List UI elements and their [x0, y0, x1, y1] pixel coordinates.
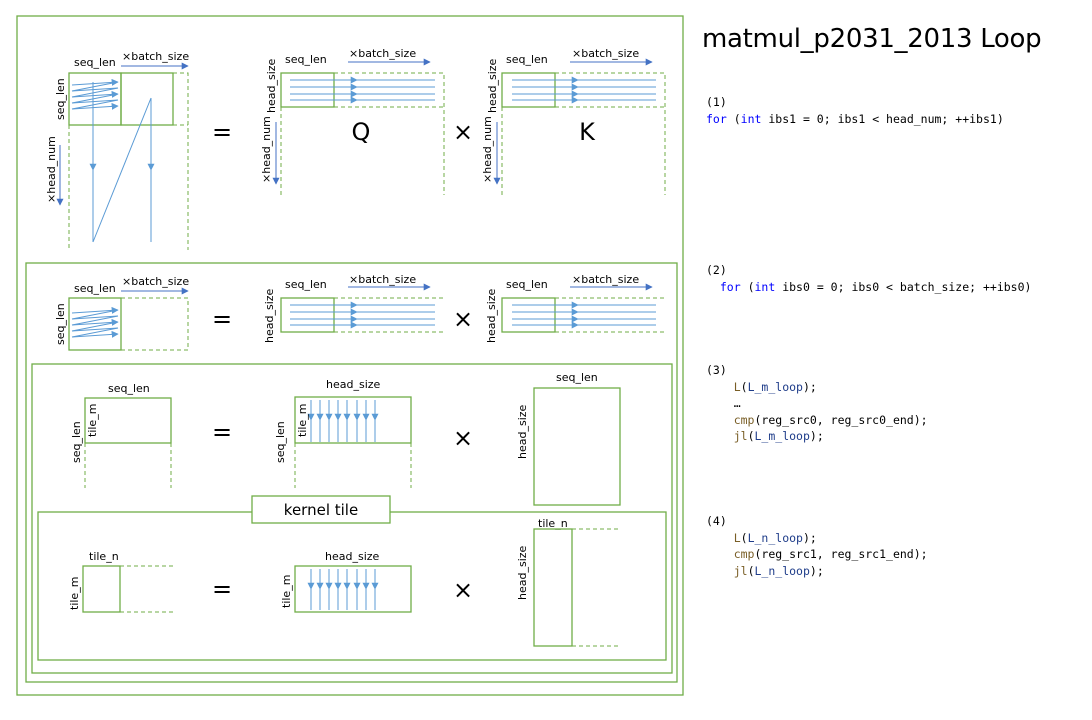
- row3-out-seq-len-vlabel: seq_len: [70, 421, 83, 463]
- row3-q-head-size-label: head_size: [326, 378, 381, 391]
- step-1-loop-body: ibs1 = 0; ibs1 < head_num; ++ibs1): [761, 111, 1004, 126]
- row1-out-batch-label: ×batch_size: [122, 50, 189, 63]
- row2-k-seq-len-label: seq_len: [506, 278, 548, 291]
- row1-q-batch-label: ×batch_size: [349, 47, 416, 60]
- row4-out-tile-m-label: tile_m: [68, 577, 81, 610]
- row1-out-seq-len-vlabel: seq_len: [54, 78, 67, 120]
- step-1-number: (1): [706, 95, 727, 109]
- row1-out-head-num-label: ×head_num: [45, 136, 58, 203]
- page-title: matmul_p2031_2013 Loop: [702, 24, 1042, 54]
- kernel-tile-label: kernel tile: [284, 501, 358, 519]
- row1-zigzag-arrows: [71, 78, 155, 243]
- row4-q-tile-m-label: tile_m: [280, 575, 293, 608]
- row4-q-col-arrows: [307, 569, 379, 610]
- row4-q-tile: head_size tile_m: [280, 550, 412, 613]
- row1-q-label: Q: [352, 118, 371, 146]
- row1-q-row-arrows: [290, 76, 435, 104]
- row3-times: ×: [453, 424, 473, 452]
- row1-out-seq-len-label: seq_len: [74, 56, 116, 69]
- frame-loop-1: [16, 15, 684, 696]
- row2-k-matrix: seq_len ×batch_size head_size: [485, 273, 665, 343]
- row3-out-seq-len-label: seq_len: [108, 382, 150, 395]
- label-fn: L: [733, 530, 741, 545]
- step-3-number: (3): [706, 363, 727, 377]
- jl-arg: L_n_loop: [754, 563, 810, 578]
- label-arg: L_n_loop: [747, 530, 803, 545]
- row4-q-head-size-label: head_size: [325, 550, 380, 563]
- row4-k-tile: tile_n head_size: [516, 517, 621, 647]
- code-step-2: (2) for (int ibs0 = 0; ibs0 < batch_size…: [706, 263, 1032, 294]
- row3-k-head-size-label: head_size: [516, 404, 529, 459]
- row1-output-matrix: seq_len ×batch_size seq_len ×head_num: [45, 50, 189, 250]
- row1-q-matrix: seq_len ×batch_size head_size ×head_num …: [260, 47, 445, 195]
- ellipsis: …: [733, 396, 741, 410]
- row1-k-head-num-label: ×head_num: [481, 116, 494, 183]
- row1-k-row-arrows: [512, 76, 656, 104]
- row1-k-matrix: seq_len ×batch_size head_size ×head_num …: [481, 47, 666, 195]
- row2-out-seq-len-vlabel: seq_len: [54, 303, 67, 345]
- row3-k-matrix: seq_len head_size: [516, 371, 621, 506]
- row4-k-tile-n-label: tile_n: [538, 517, 568, 530]
- row3-q-col-arrows: [307, 400, 379, 442]
- row1-equals: =: [212, 118, 232, 146]
- cmp-args: (reg_src0, reg_src0_end);: [754, 412, 928, 427]
- int-keyword: int: [740, 111, 762, 126]
- row3-q-matrix: head_size tile_m seq_len: [274, 378, 412, 488]
- row3-equals: =: [212, 418, 232, 446]
- row2-q-seq-len-label: seq_len: [285, 278, 327, 291]
- frame-loop-3: [31, 363, 673, 674]
- for-keyword: for: [719, 279, 741, 294]
- cmp-fn: cmp: [733, 547, 755, 561]
- row2-k-batch-label: ×batch_size: [572, 273, 639, 286]
- row2-output-matrix: seq_len ×batch_size seq_len: [54, 275, 189, 351]
- row1-k-batch-label: ×batch_size: [572, 47, 639, 60]
- row4-output-tile: tile_n tile_m: [68, 550, 175, 613]
- cmp-args: (reg_src1, reg_src1_end);: [754, 547, 928, 561]
- row4-out-tile-n-label: tile_n: [89, 550, 119, 563]
- row2-q-batch-label: ×batch_size: [349, 273, 416, 286]
- row2-q-matrix: seq_len ×batch_size head_size: [263, 273, 444, 343]
- step-2-loop-body: ibs0 = 0; ibs0 < batch_size; ++ibs0): [775, 279, 1032, 294]
- step-4-number: (4): [706, 514, 727, 528]
- row2-out-seq-len-label: seq_len: [74, 282, 116, 295]
- cmp-fn: cmp: [733, 412, 755, 427]
- row2-q-row-arrows: [290, 301, 435, 329]
- row4-times: ×: [453, 576, 473, 604]
- row4-k-head-size-label: head_size: [516, 545, 529, 600]
- row1-k-head-size-label: head_size: [486, 58, 499, 113]
- row4-equals: =: [212, 575, 232, 603]
- row2-q-head-size-label: head_size: [263, 288, 276, 343]
- row3-q-tile-m-label: tile_m: [296, 404, 309, 437]
- for-keyword: for: [706, 111, 727, 126]
- int-keyword: int: [754, 279, 776, 294]
- row2-equals: =: [212, 305, 232, 333]
- row1-times: ×: [453, 118, 473, 146]
- row3-output-matrix: seq_len tile_m seq_len: [70, 382, 172, 488]
- step-2-number: (2): [706, 263, 727, 277]
- row1-k-label: K: [579, 118, 596, 146]
- code-step-4: (4) L(L_n_loop); cmp(reg_src1, reg_src1_…: [706, 514, 928, 578]
- jl-arg: L_m_loop: [754, 429, 810, 443]
- row1-q-head-num-label: ×head_num: [260, 116, 273, 183]
- code-step-1: (1) for (int ibs1 = 0; ibs1 < head_num; …: [706, 95, 1004, 126]
- row2-k-row-arrows: [512, 301, 656, 329]
- code-step-3: (3) L(L_m_loop); … cmp(reg_src0, reg_src…: [706, 363, 928, 443]
- label-arg: L_m_loop: [747, 379, 803, 394]
- kernel-tile-label-box: kernel tile: [251, 495, 391, 524]
- row1-q-seq-len-label: seq_len: [285, 53, 327, 66]
- row2-out-batch-label: ×batch_size: [122, 275, 189, 288]
- jl-fn: jl: [733, 429, 748, 443]
- label-fn: L: [733, 379, 741, 394]
- row2-times: ×: [453, 305, 473, 333]
- jl-fn: jl: [733, 563, 748, 578]
- row2-zigzag-arrows: [71, 306, 119, 338]
- frame-loop-2: [25, 262, 678, 683]
- row3-out-tile-m-label: tile_m: [86, 404, 99, 437]
- row2-k-head-size-label: head_size: [485, 288, 498, 343]
- row1-q-head-size-label: head_size: [265, 58, 278, 113]
- row3-q-seq-len-vlabel: seq_len: [274, 421, 287, 463]
- row1-k-seq-len-label: seq_len: [506, 53, 548, 66]
- row3-k-seq-len-label: seq_len: [556, 371, 598, 384]
